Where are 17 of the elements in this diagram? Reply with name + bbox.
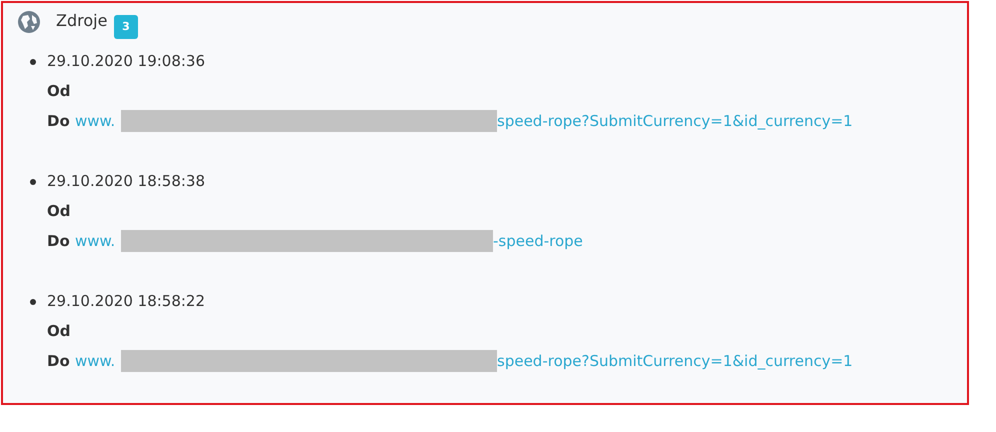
url-link: www. [75,351,116,371]
url-link: speed-rope?SubmitCurrency=1&id_currency=1 [497,351,853,371]
url-link: speed-rope?SubmitCurrency=1&id_currency=1 [497,111,853,131]
from-label: Od [47,81,70,101]
from-label: Od [47,321,70,341]
url-link: www. [75,111,116,131]
timestamp: 29.10.2020 19:08:36 [47,51,206,71]
to-label: Do [47,111,70,131]
section-title: Zdroje [56,11,108,31]
url-link: -speed-rope [493,231,583,251]
to-label: Do [47,231,70,251]
to-label: Do [47,351,70,371]
timestamp: 29.10.2020 18:58:22 [47,291,206,311]
count-badge: 3 [114,15,138,39]
timestamp: 29.10.2020 18:58:38 [47,171,206,191]
from-label: Od [47,201,70,221]
url-link: www. [75,231,116,251]
